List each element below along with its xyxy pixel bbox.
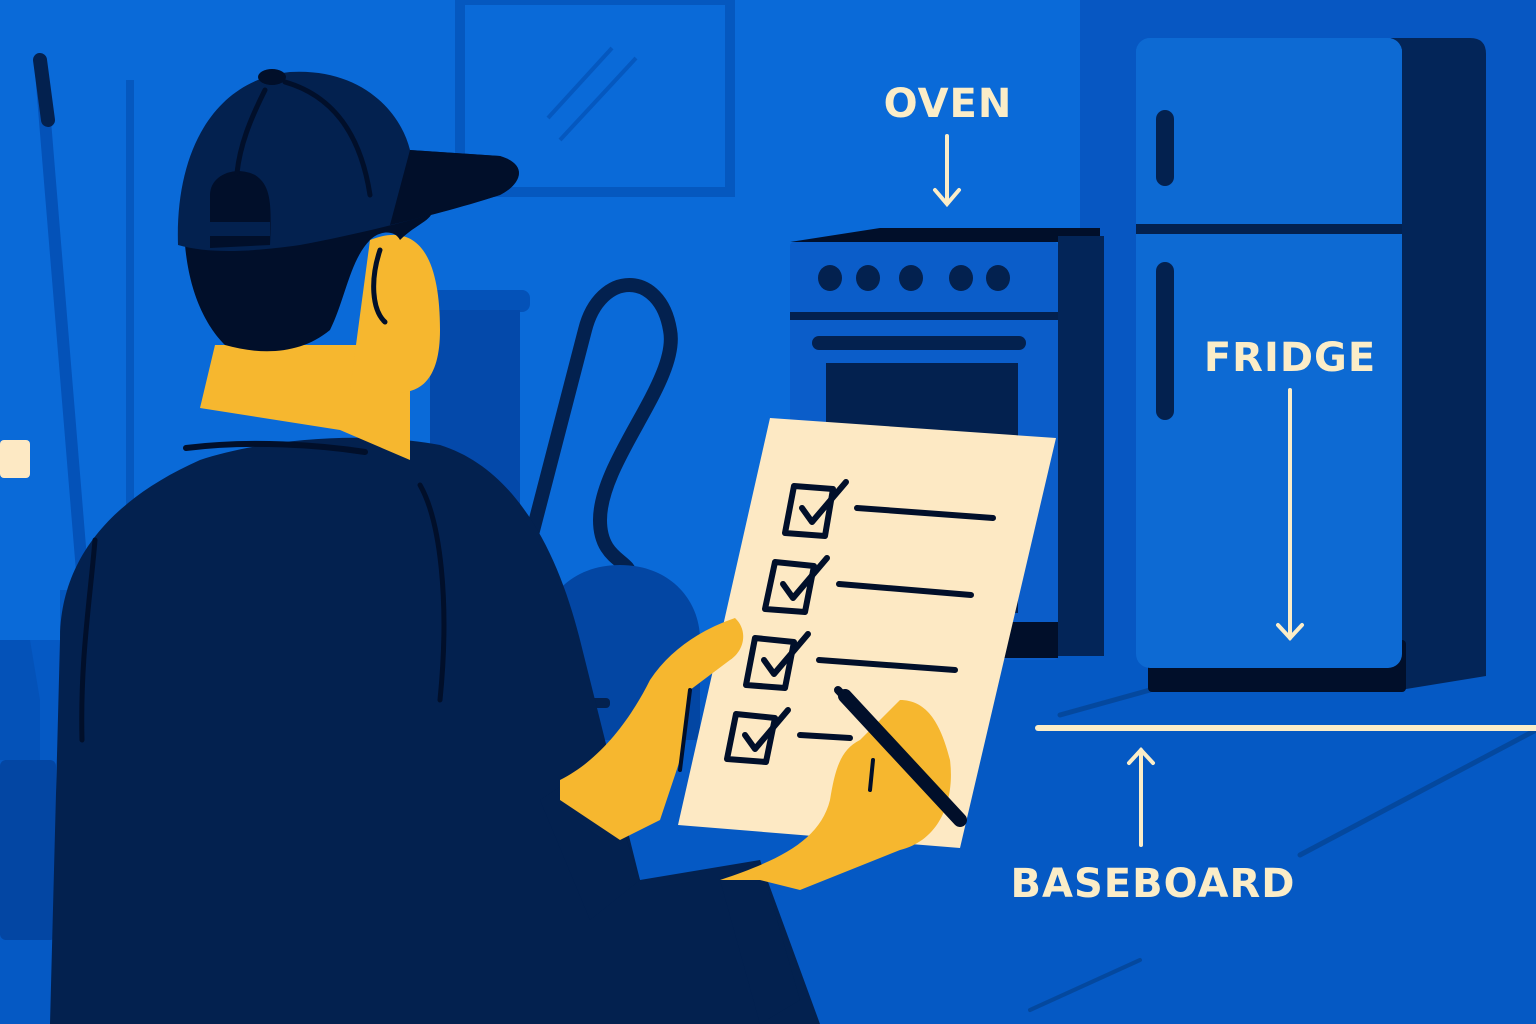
window xyxy=(455,0,735,197)
arrow-up-baseboard-icon xyxy=(1127,747,1155,847)
checklist-items xyxy=(724,479,996,765)
oven-knobs xyxy=(818,265,1010,291)
fridge xyxy=(1136,38,1486,692)
mop xyxy=(33,53,92,626)
label-oven: OVEN xyxy=(884,81,1013,127)
checklist-paper xyxy=(678,418,1056,848)
cleaning-supplies xyxy=(0,640,56,940)
worker xyxy=(50,69,820,1024)
checkbox-checked-icon xyxy=(743,631,811,691)
label-fridge: FRIDGE xyxy=(1204,335,1376,381)
pen-icon xyxy=(834,686,967,827)
arrow-down-fridge-icon xyxy=(1276,388,1304,641)
checkbox-checked-icon xyxy=(724,707,791,765)
checkbox-checked-icon xyxy=(782,479,849,539)
arrow-down-oven-icon xyxy=(933,134,961,208)
label-baseboard: BASEBOARD xyxy=(1011,861,1296,907)
checkbox-checked-icon xyxy=(762,555,830,615)
light-switch xyxy=(0,440,30,478)
